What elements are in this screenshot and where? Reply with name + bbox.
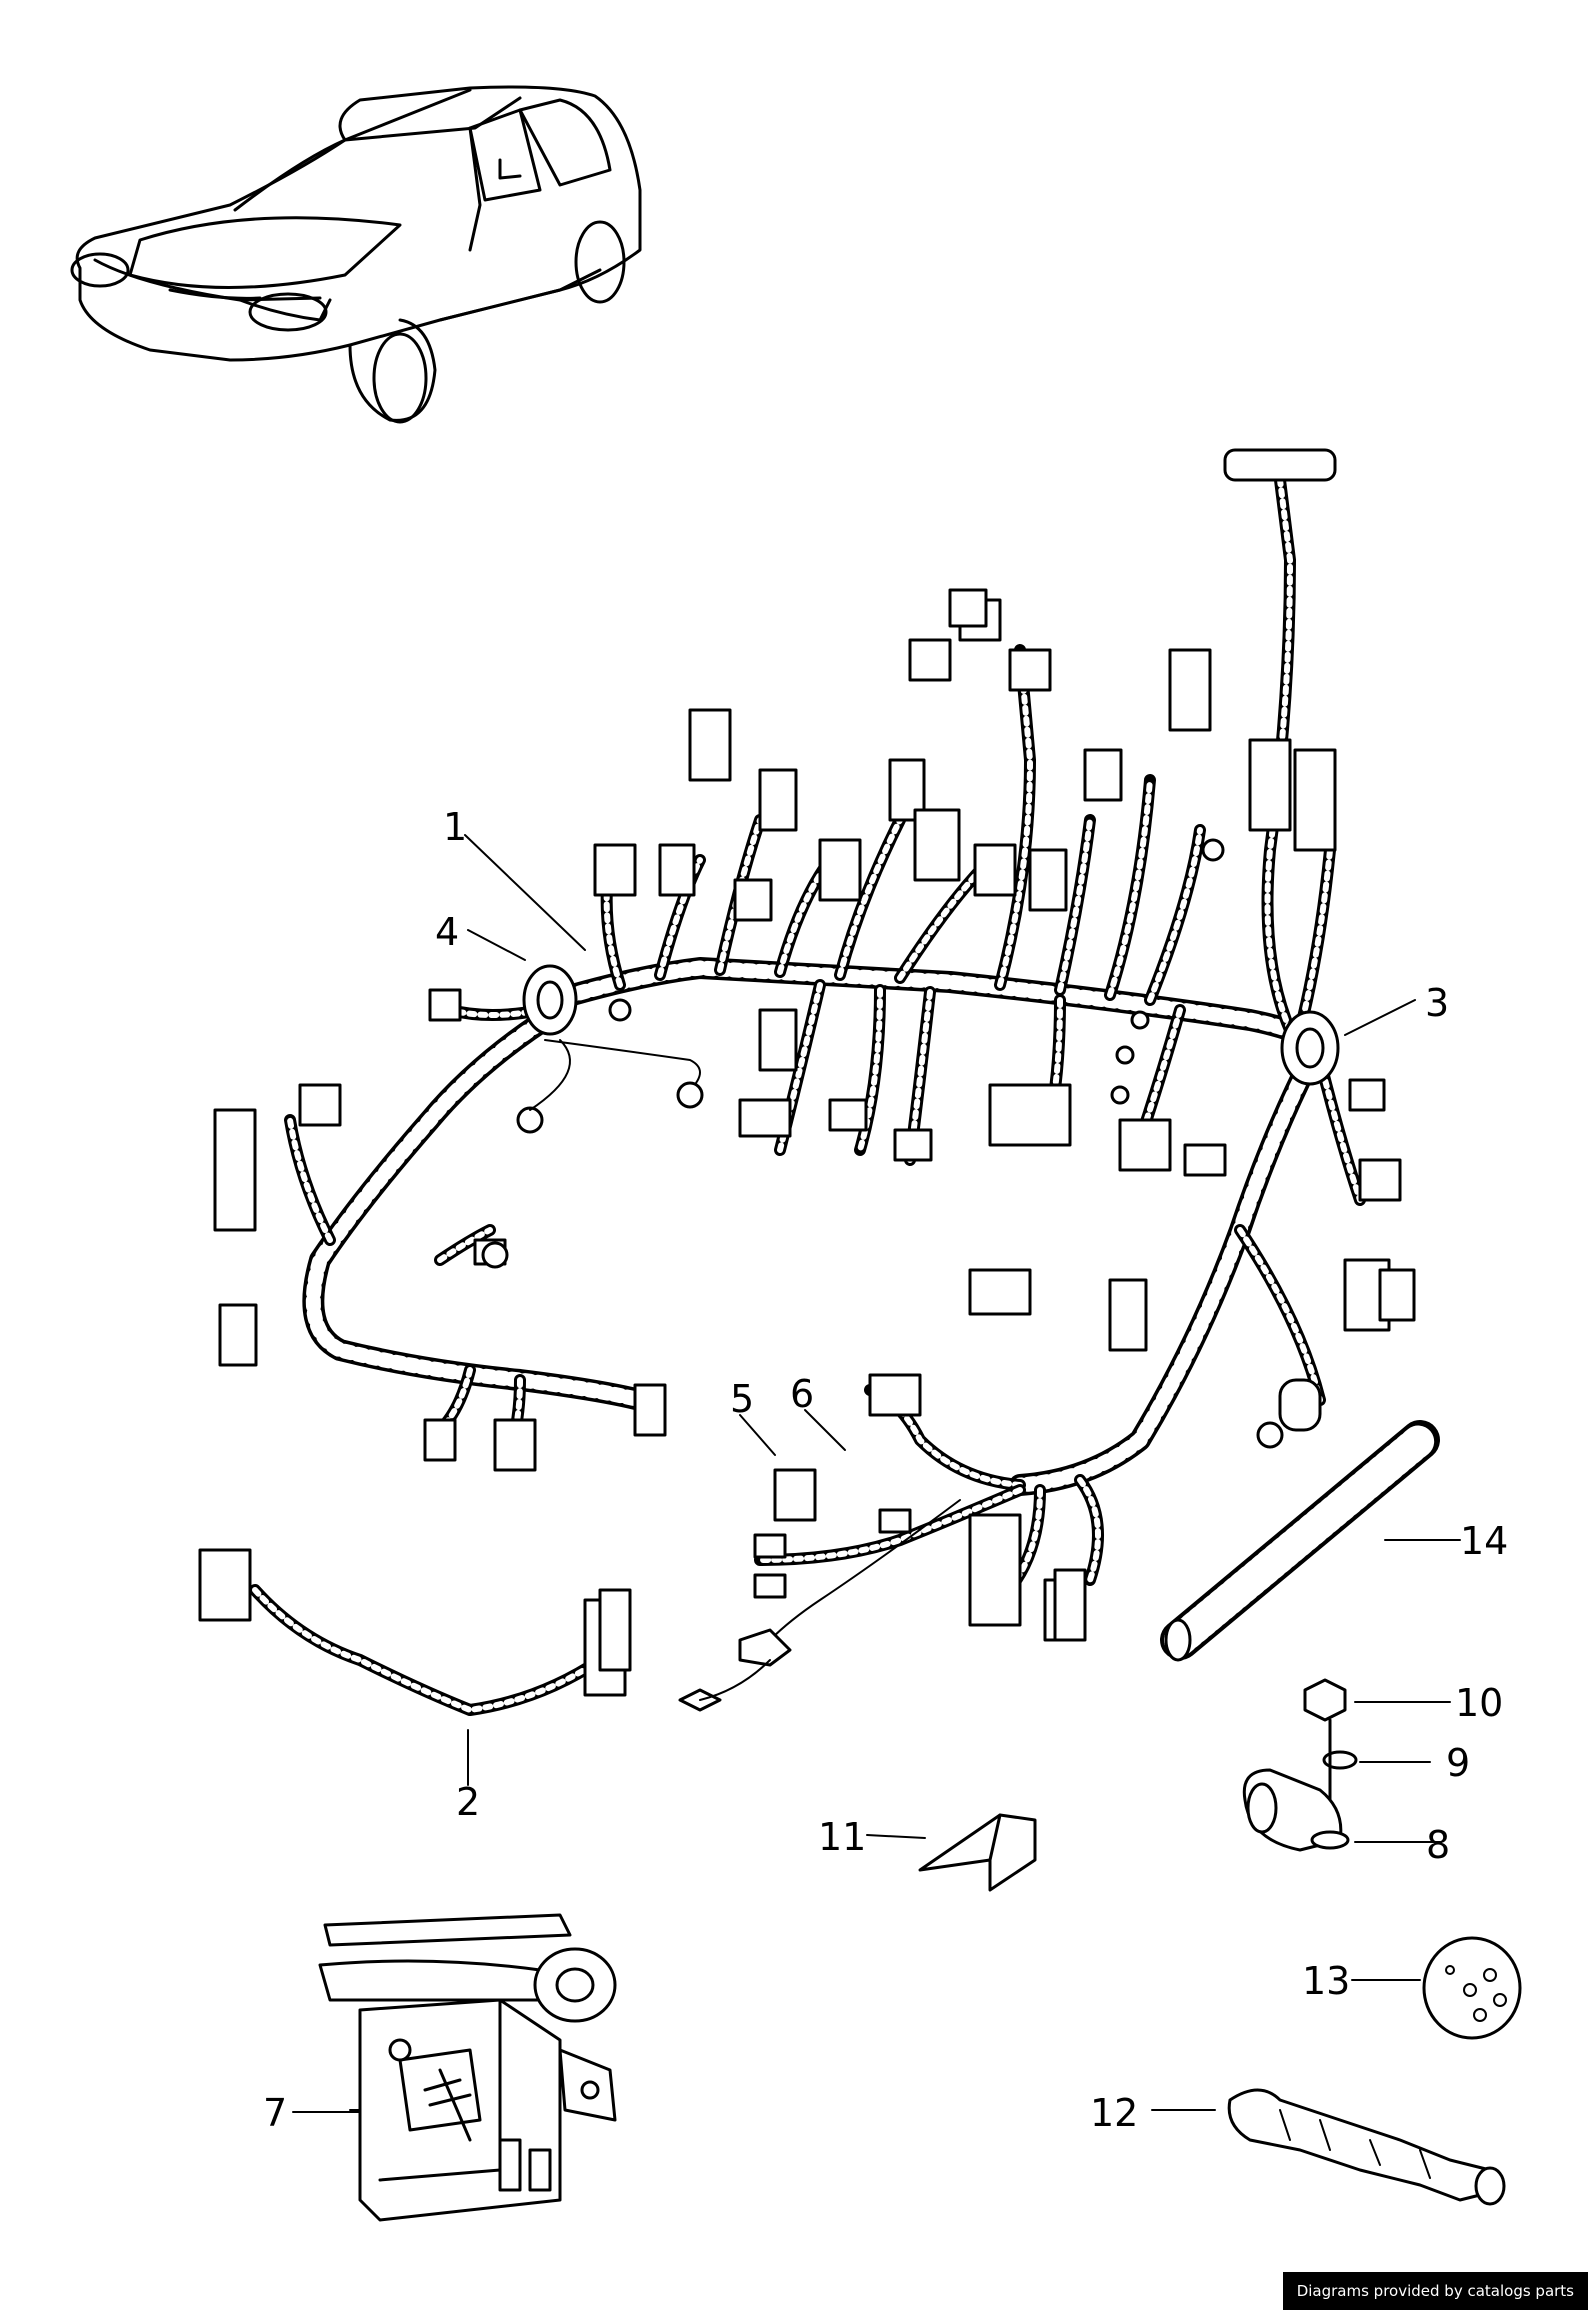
relay-holder-part-7	[318, 1913, 617, 2222]
callout-14: 14	[1460, 1519, 1508, 1563]
callout-7: 7	[263, 2091, 287, 2135]
callout-4: 4	[435, 910, 459, 954]
grommet-part-13	[1422, 1936, 1522, 2040]
car-illustration	[70, 85, 642, 424]
corrugated-tube-part-14	[1160, 1420, 1440, 1662]
callout-2: 2	[456, 1780, 480, 1824]
callout-9: 9	[1446, 1741, 1470, 1785]
callout-1: 1	[443, 805, 467, 849]
callout-11: 11	[818, 1815, 866, 1859]
callout-10: 10	[1455, 1681, 1503, 1725]
attribution-footer: Diagrams provided by catalogs parts	[1282, 2272, 1588, 2310]
callout-13: 13	[1302, 1959, 1350, 2003]
callout-leaders	[292, 834, 1461, 2113]
callout-8: 8	[1426, 1823, 1450, 1867]
cable-strip-part-12	[1227, 2088, 1506, 2206]
callout-12: 12	[1090, 2091, 1138, 2135]
clamp-assembly	[1242, 1678, 1358, 1852]
bracket-part-11	[918, 1813, 1037, 1892]
callout-labels: 1 4 3 5 6 14 10 9 8 2 11 13 7 12	[263, 805, 1508, 2135]
callout-6: 6	[790, 1372, 814, 1416]
main-wiring-harness	[213, 448, 1416, 1712]
callout-5: 5	[730, 1377, 754, 1421]
callout-3: 3	[1425, 981, 1449, 1025]
wiring-harness-part-2	[198, 1548, 632, 1716]
